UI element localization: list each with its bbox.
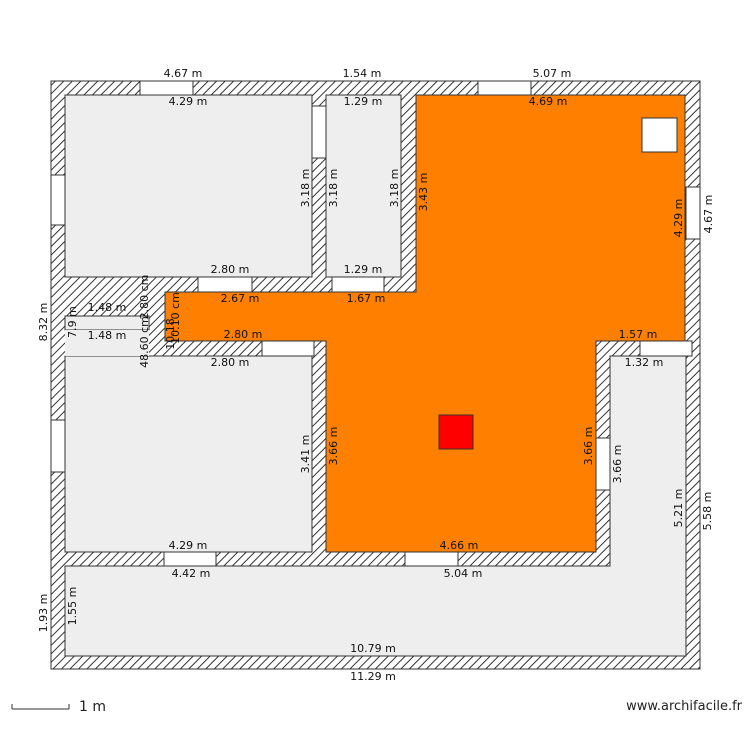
dim-orange-lower-right: 3.66 m xyxy=(582,427,595,466)
scale-bar xyxy=(11,704,70,710)
dim-wall-a: 2.80 cm xyxy=(138,275,151,320)
dim-closet-height: 7.9 m xyxy=(66,306,79,338)
dim-left-outer-height: 8.32 m xyxy=(37,303,50,342)
window-right xyxy=(685,186,701,240)
vertical-dimension-labels: 3.18 m 3.18 m 3.18 m 3.43 m 4.29 m 4.67 … xyxy=(37,169,715,633)
dim-right-room-inner: 5.21 m xyxy=(672,489,685,528)
scale-label: 1 m xyxy=(79,699,106,715)
window-top-left xyxy=(139,80,194,96)
dim-room3-right-height: 4.29 m xyxy=(672,199,685,238)
dim-room4-bottom: 4.29 m xyxy=(169,539,208,552)
dim-room3-left-height: 3.43 m xyxy=(417,173,430,212)
room-top-middle xyxy=(325,94,402,278)
dim-bottom-outer: 11.29 m xyxy=(350,670,396,683)
dimension-labels: 4.67 m 1.54 m 5.07 m 4.29 m 1.29 m 4.69 … xyxy=(88,67,664,683)
dim-room4-height: 3.41 m xyxy=(299,435,312,474)
window-left-lower xyxy=(50,419,66,473)
dim-corridor-end: 1.57 m xyxy=(619,328,658,341)
dim-wall-d: 10.10 cm xyxy=(169,292,182,344)
dim-room2-height-a: 3.18 m xyxy=(327,169,340,208)
dim-bottom-room-width: 10.79 m xyxy=(350,642,396,655)
brand-watermark: www.archifacile.fr xyxy=(626,699,742,714)
dim-corridor-top-mid: 1.67 m xyxy=(347,292,386,305)
dim-corridor-bottom-left: 2.80 m xyxy=(224,328,263,341)
door-room-top-left xyxy=(197,276,253,293)
room-top-left xyxy=(64,94,313,278)
door-room-bottom-left xyxy=(261,340,315,357)
dim-room2-height-b: 3.18 m xyxy=(388,169,401,208)
window-left-upper xyxy=(50,174,66,226)
dim-bottom-room-top-right: 5.04 m xyxy=(444,567,483,580)
dim-orange-bottom: 4.66 m xyxy=(440,539,479,552)
door-bottom-left xyxy=(163,551,217,567)
door-room-top-middle xyxy=(311,105,327,159)
window-top-right xyxy=(477,80,532,96)
dim-room1-height: 3.18 m xyxy=(299,169,312,208)
dim-top-mid-outer: 1.54 m xyxy=(343,67,382,80)
openings xyxy=(50,80,701,567)
dim-room2-bottom: 1.29 m xyxy=(344,263,383,276)
door-room-top-middle-bottom xyxy=(331,276,385,293)
dim-orange-lower-left: 3.66 m xyxy=(327,427,340,466)
dim-left-outer-lower: 1.93 m xyxy=(37,594,50,633)
dim-room3-top: 4.69 m xyxy=(529,95,568,108)
dim-corridor-top-left: 2.67 m xyxy=(221,292,260,305)
dim-right-room-left: 3.66 m xyxy=(611,445,624,484)
dim-room4-top: 2.80 m xyxy=(211,356,250,369)
dim-room2-top: 1.29 m xyxy=(344,95,383,108)
dim-top-left-outer: 4.67 m xyxy=(164,67,203,80)
dim-wall-b: 48.60 cm xyxy=(138,316,151,368)
dim-bottom-room-top-left: 4.42 m xyxy=(172,567,211,580)
dim-bottom-room-height: 1.55 m xyxy=(66,587,79,626)
dim-wall-c: 10.18 xyxy=(164,318,177,350)
door-right-room-side xyxy=(595,437,611,491)
dim-closet-top: 1.48 m xyxy=(88,301,127,314)
dim-right-outer-upper: 4.67 m xyxy=(702,195,715,234)
room-bottom-left xyxy=(64,355,313,553)
red-marker xyxy=(438,414,474,450)
dim-room1-top: 4.29 m xyxy=(169,95,208,108)
door-bottom-right xyxy=(404,551,459,567)
white-marker xyxy=(641,117,678,153)
dim-right-room-top: 1.32 m xyxy=(625,356,664,369)
dim-closet-bottom: 1.48 m xyxy=(88,329,127,342)
dim-room1-bottom: 2.80 m xyxy=(211,263,250,276)
door-right-room xyxy=(639,340,693,357)
dim-right-outer-lower: 5.58 m xyxy=(701,492,714,531)
room-left-lower-strip xyxy=(65,330,149,356)
dim-top-right-outer: 5.07 m xyxy=(533,67,572,80)
